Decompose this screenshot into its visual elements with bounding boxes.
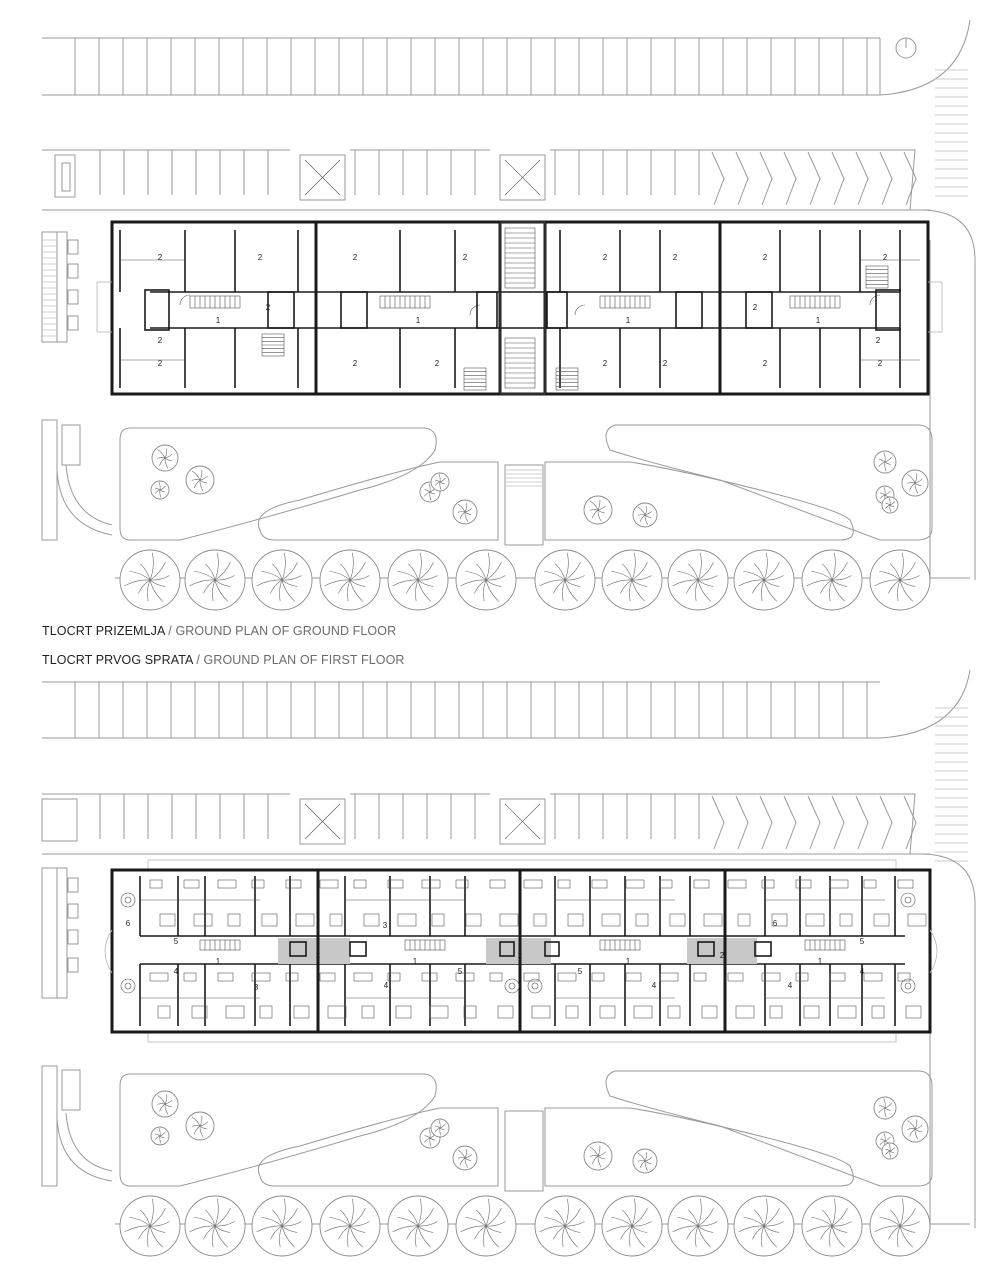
parking-north <box>42 669 971 739</box>
room-number: 2 <box>518 951 523 960</box>
room-number: 2 <box>673 253 678 262</box>
room-number: 2 <box>603 253 608 262</box>
room-number: 4 <box>384 981 389 990</box>
west-benches <box>41 231 113 541</box>
street-trees <box>119 549 931 611</box>
room-number: 2 <box>763 359 768 368</box>
parking-middle <box>42 149 930 211</box>
caption-separator: / <box>196 653 200 667</box>
room-number: 1 <box>216 957 221 966</box>
room-number: 2 <box>876 336 881 345</box>
room-number: 1 <box>216 316 221 325</box>
garden-beds <box>119 424 933 546</box>
room-number: 2 <box>316 951 321 960</box>
garden-trees <box>150 1090 929 1174</box>
room-number: 4 <box>860 967 865 976</box>
room-number: 5 <box>578 967 583 976</box>
room-number: 6 <box>773 919 778 928</box>
room-number: 5 <box>458 967 463 976</box>
room-number: 2 <box>878 359 883 368</box>
garden-trees <box>150 444 929 528</box>
room-number: 2 <box>720 951 725 960</box>
room-number: 2 <box>353 253 358 262</box>
west-benches <box>41 867 113 1187</box>
room-number: 5 <box>860 937 865 946</box>
ground-floor-caption: TLOCRT PRIZEMLJA / GROUND PLAN OF GROUND… <box>42 624 396 638</box>
first-floor-plan: 6 5 4 1 3 2 3 4 1 5 2 5 1 4 2 6 4 1 5 4 <box>0 668 1004 1280</box>
caption-title-local: TLOCRT PRVOG SPRATA <box>42 653 193 667</box>
caption-separator: / <box>168 624 172 638</box>
room-number: 2 <box>753 303 758 312</box>
building-first-floor: 6 5 4 1 3 2 3 4 1 5 2 5 1 4 2 6 4 1 5 4 <box>104 859 938 1043</box>
room-number: 2 <box>158 253 163 262</box>
parking-middle <box>41 793 930 855</box>
room-number: 2 <box>463 253 468 262</box>
first-floor-caption: TLOCRT PRVOG SPRATA / GROUND PLAN OF FIR… <box>42 653 405 667</box>
room-number: 2 <box>763 253 768 262</box>
room-number: 2 <box>883 253 888 262</box>
room-number: 2 <box>353 359 358 368</box>
room-number: 3 <box>383 921 388 930</box>
room-number: 2 <box>158 336 163 345</box>
room-number: 1 <box>816 316 821 325</box>
crosswalk-east <box>935 707 968 862</box>
room-number: 6 <box>126 919 131 928</box>
room-number: 5 <box>174 937 179 946</box>
room-number: 2 <box>435 359 440 368</box>
garden-beds <box>119 1070 933 1192</box>
caption-title-english: GROUND PLAN OF FIRST FLOOR <box>203 653 405 667</box>
room-number: 2 <box>258 253 263 262</box>
room-number: 1 <box>626 316 631 325</box>
room-number: 1 <box>416 316 421 325</box>
parking-north <box>42 19 971 96</box>
ground-floor-plan: 2 2 2 2 2 2 2 2 1 2 2 2 1 2 2 1 2 2 2 1 2 2 2 <box>0 0 1004 615</box>
room-number: 2 <box>158 359 163 368</box>
room-number: 4 <box>788 981 793 990</box>
room-number: 1 <box>626 957 631 966</box>
room-number: 4 <box>652 981 657 990</box>
building-ground-floor: 2 2 2 2 2 2 2 2 1 2 2 2 1 2 2 1 2 2 2 1 2 2 2 <box>96 220 943 396</box>
room-number: 1 <box>413 957 418 966</box>
room-number: 1 <box>818 957 823 966</box>
crosswalk-east <box>935 69 968 197</box>
room-number: 2 <box>603 359 608 368</box>
street-trees <box>119 1195 931 1257</box>
caption-title-english: GROUND PLAN OF GROUND FLOOR <box>175 624 397 638</box>
room-number: 4 <box>174 967 179 976</box>
room-number: 3 <box>254 983 259 992</box>
room-number: 2 <box>663 359 668 368</box>
caption-title-local: TLOCRT PRIZEMLJA <box>42 624 165 638</box>
room-number: 2 <box>266 303 271 312</box>
